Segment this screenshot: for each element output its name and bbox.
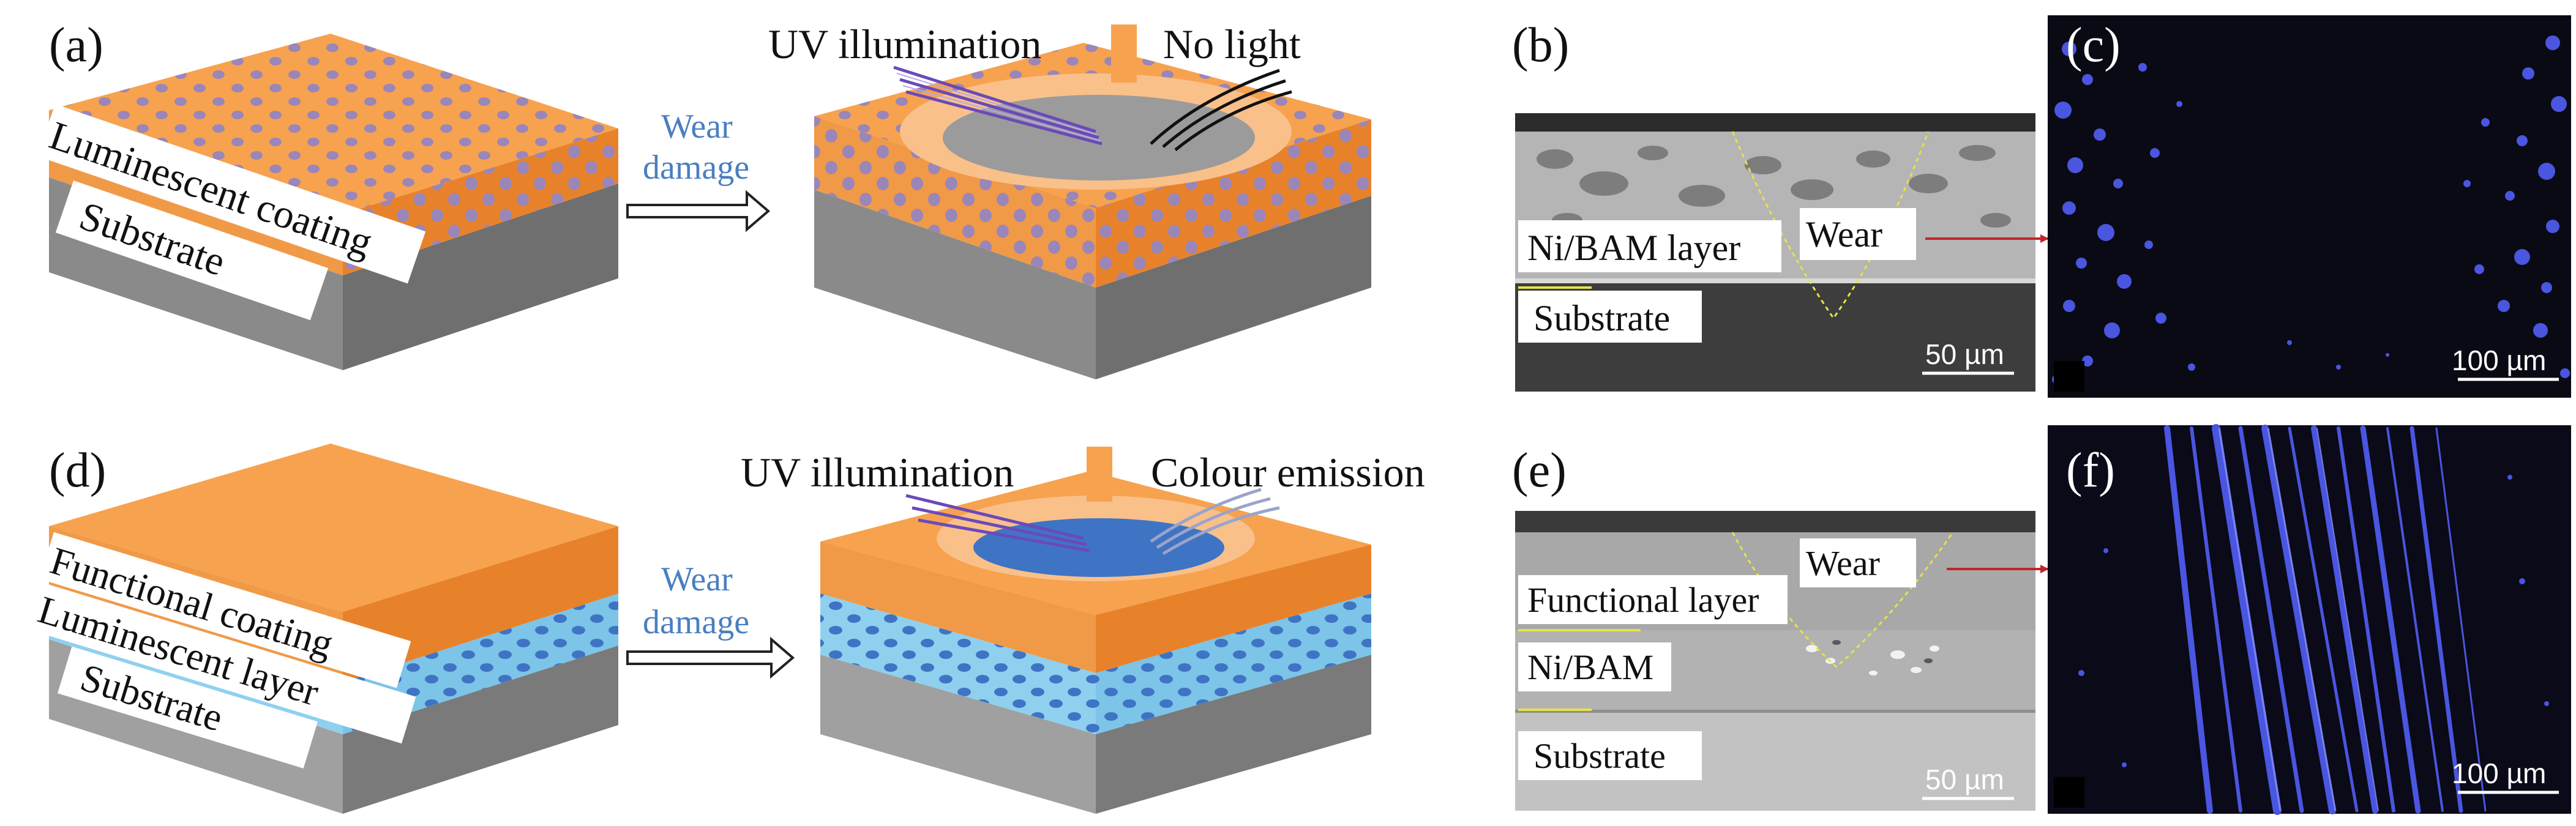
- no-light-lines: [1150, 69, 1292, 151]
- substrate-right-face-e2: [1096, 655, 1371, 814]
- functional-top-face-d: [49, 444, 618, 612]
- fluorescence-f-streaks: [2164, 424, 2487, 815]
- no-light-label: No light: [1163, 21, 1301, 67]
- panel-f-letter: (f): [2066, 444, 2115, 497]
- wear-arrow-top: Wear damage: [626, 108, 771, 233]
- substrate-right-face-d: [343, 646, 618, 814]
- substrate-front-face-2: [814, 190, 1096, 379]
- panel-a-letter: (a): [49, 18, 103, 72]
- wear-label-bottom-1: Wear: [661, 560, 733, 598]
- light-stem-bottom: [1087, 447, 1112, 502]
- luminescent-dots-right-2: [1096, 593, 1371, 734]
- functional-layer-label: Functional layer: [1527, 580, 1759, 620]
- nibam-layer-label: Ni/BAM layer: [1527, 228, 1740, 268]
- nibam-label-e: Ni/BAM: [1527, 647, 1653, 687]
- wear-arrow-bottom: Wear damage: [626, 560, 795, 679]
- emission-lines: [1150, 488, 1280, 556]
- uv-beam-top: [893, 65, 1103, 146]
- panel-a: Luminescent coating Substrate (a): [37, 18, 618, 370]
- substrate-right-face-2: [1096, 196, 1371, 379]
- panel-d-letter: (d): [49, 444, 106, 497]
- scale-bar-text-e: 50 µm: [1925, 764, 2004, 795]
- coating-dots-top: [49, 34, 618, 214]
- wear-label-top-1: Wear: [661, 108, 733, 146]
- panel-d: Functional coating Luminescent layer Sub…: [27, 444, 618, 814]
- scale-bar-text-f: 100 µm: [2452, 757, 2546, 789]
- hollow-arrow-top: [626, 190, 771, 233]
- scale-bar-text-b: 50 µm: [1925, 338, 2004, 370]
- functional-right-face-2: [1096, 545, 1371, 673]
- uv-illumination-label-bottom: UV illumination: [741, 449, 1014, 496]
- panel-c: (c) 100 µm: [2048, 15, 2571, 398]
- scale-bar-text-c: 100 µm: [2452, 344, 2546, 376]
- uv-illumination-label-top: UV illumination: [768, 21, 1041, 67]
- micrograph-e-particles: [1806, 645, 1939, 675]
- coating-dots-right-2: [1096, 119, 1371, 288]
- fluorescence-c-frame: [2048, 15, 2571, 398]
- wear-label-b: Wear: [1806, 214, 1882, 255]
- light-stem-top: [1111, 24, 1137, 83]
- substrate-label-b: Substrate: [1533, 298, 1670, 338]
- uv-beam-bottom: [905, 494, 1090, 553]
- fluorescence-f-frame: [2048, 425, 2571, 814]
- panel-b: (b) Ni/BAM layer Wear: [1512, 18, 2049, 392]
- functional-right-face-d: [343, 526, 618, 682]
- fluorescence-c-spots: [2052, 35, 2570, 384]
- wear-label-e: Wear: [1806, 543, 1880, 583]
- substrate-label-e: Substrate: [1533, 736, 1666, 776]
- damaged-block-top: UV illumination No light: [768, 21, 1371, 379]
- panel-f: (f) 100 µm: [2048, 424, 2571, 815]
- panel-c-letter: (c): [2066, 18, 2121, 72]
- wear-label-top-2: damage: [643, 149, 749, 187]
- substrate-right-face: [343, 184, 618, 370]
- hollow-arrow-bottom: [626, 636, 795, 679]
- substrate-front-face-e2: [820, 655, 1096, 814]
- wear-label-bottom-2: damage: [643, 603, 749, 641]
- colour-emission-label: Colour emission: [1151, 449, 1425, 496]
- panel-b-letter: (b): [1512, 18, 1569, 72]
- panel-e-letter: (e): [1512, 444, 1567, 497]
- luminescent-dots-front-2: [820, 593, 1096, 734]
- functional-front-face-2: [820, 541, 1096, 673]
- coating-dots-front-2: [814, 116, 1096, 288]
- damaged-block-bottom: UV illumination Colour emission: [741, 447, 1425, 814]
- panel-e: (e) Functional layer Wear Ni/BAM Substra…: [1512, 444, 2049, 811]
